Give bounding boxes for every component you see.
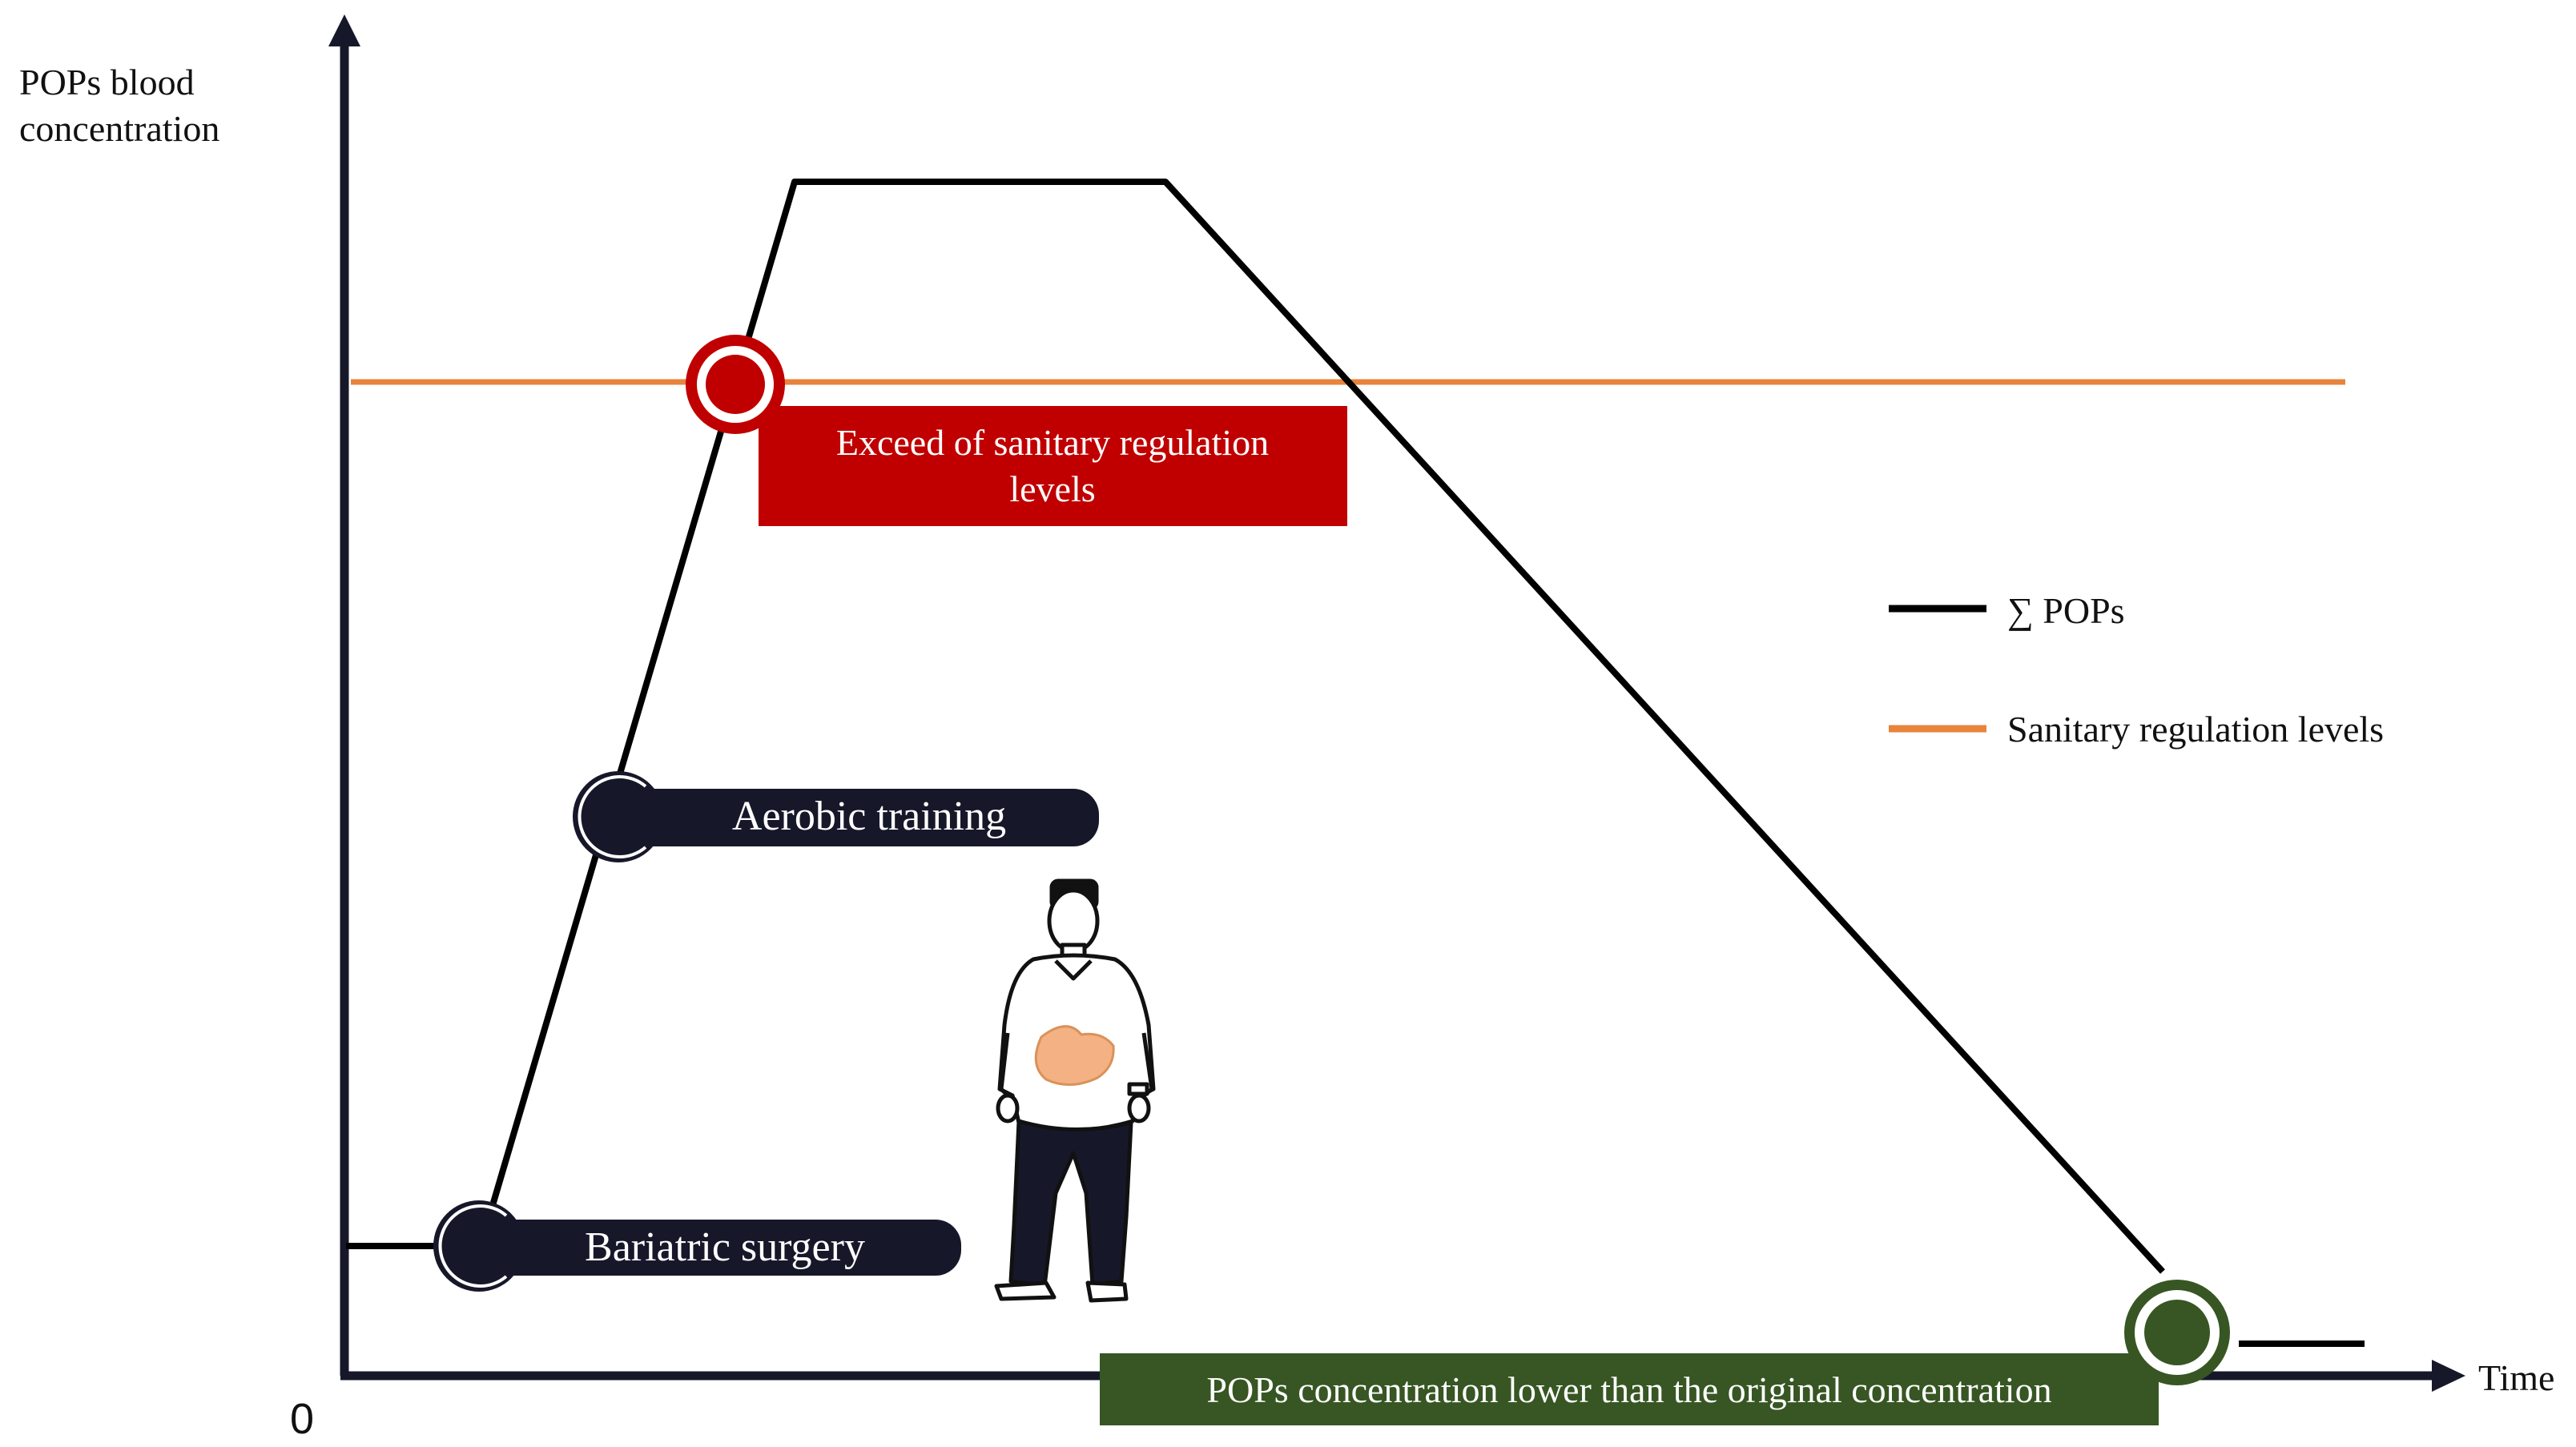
- legend-pops-label: ∑ POPs: [2007, 590, 2125, 631]
- bariatric-marker: [433, 1200, 525, 1292]
- y-axis-arrow-icon: [328, 14, 360, 46]
- x-axis-label: Time: [2478, 1357, 2554, 1398]
- lower-concentration-text: POPs concentration lower than the origin…: [1206, 1369, 2051, 1410]
- exceed-label: Exceed of sanitary regulation levels: [759, 406, 1347, 526]
- stomach-icon: [1034, 1025, 1115, 1087]
- bariatric-pill: [441, 1220, 961, 1276]
- legend-regulation-label: Sanitary regulation levels: [2007, 709, 2384, 750]
- lower-concentration-box: [1100, 1353, 2159, 1425]
- aerobic-marker: [573, 771, 664, 862]
- aerobic-training-text: Aerobic training: [732, 794, 1006, 839]
- lower-concentration-marker: [2124, 1280, 2230, 1385]
- exceed-marker: [686, 335, 785, 434]
- y-axis-label-line2: concentration: [19, 108, 219, 149]
- lower-concentration-label: POPs concentration lower than the origin…: [1100, 1353, 2159, 1425]
- bariatric-marker-ring-icon: [438, 1204, 508, 1288]
- legend: ∑ POPs Sanitary regulation levels: [1889, 590, 2384, 750]
- person-icon: [994, 878, 1156, 1303]
- y-axis-label-line1: POPs blood: [19, 62, 195, 102]
- x-axis-arrow-icon: [2432, 1360, 2465, 1392]
- aerobic-marker-ring-icon: [578, 775, 647, 858]
- aerobic-pill: [577, 789, 1099, 846]
- bariatric-surgery-label: Bariatric surgery: [433, 1200, 961, 1292]
- exceed-text-line1: Exceed of sanitary regulation: [836, 422, 1269, 463]
- axes: [328, 14, 2465, 1392]
- exceed-text-line2: levels: [1009, 468, 1095, 509]
- exceed-box: [759, 406, 1347, 526]
- aerobic-training-label: Aerobic training: [573, 771, 1099, 862]
- origin-label: 0: [290, 1395, 314, 1443]
- bariatric-surgery-text: Bariatric surgery: [585, 1224, 865, 1270]
